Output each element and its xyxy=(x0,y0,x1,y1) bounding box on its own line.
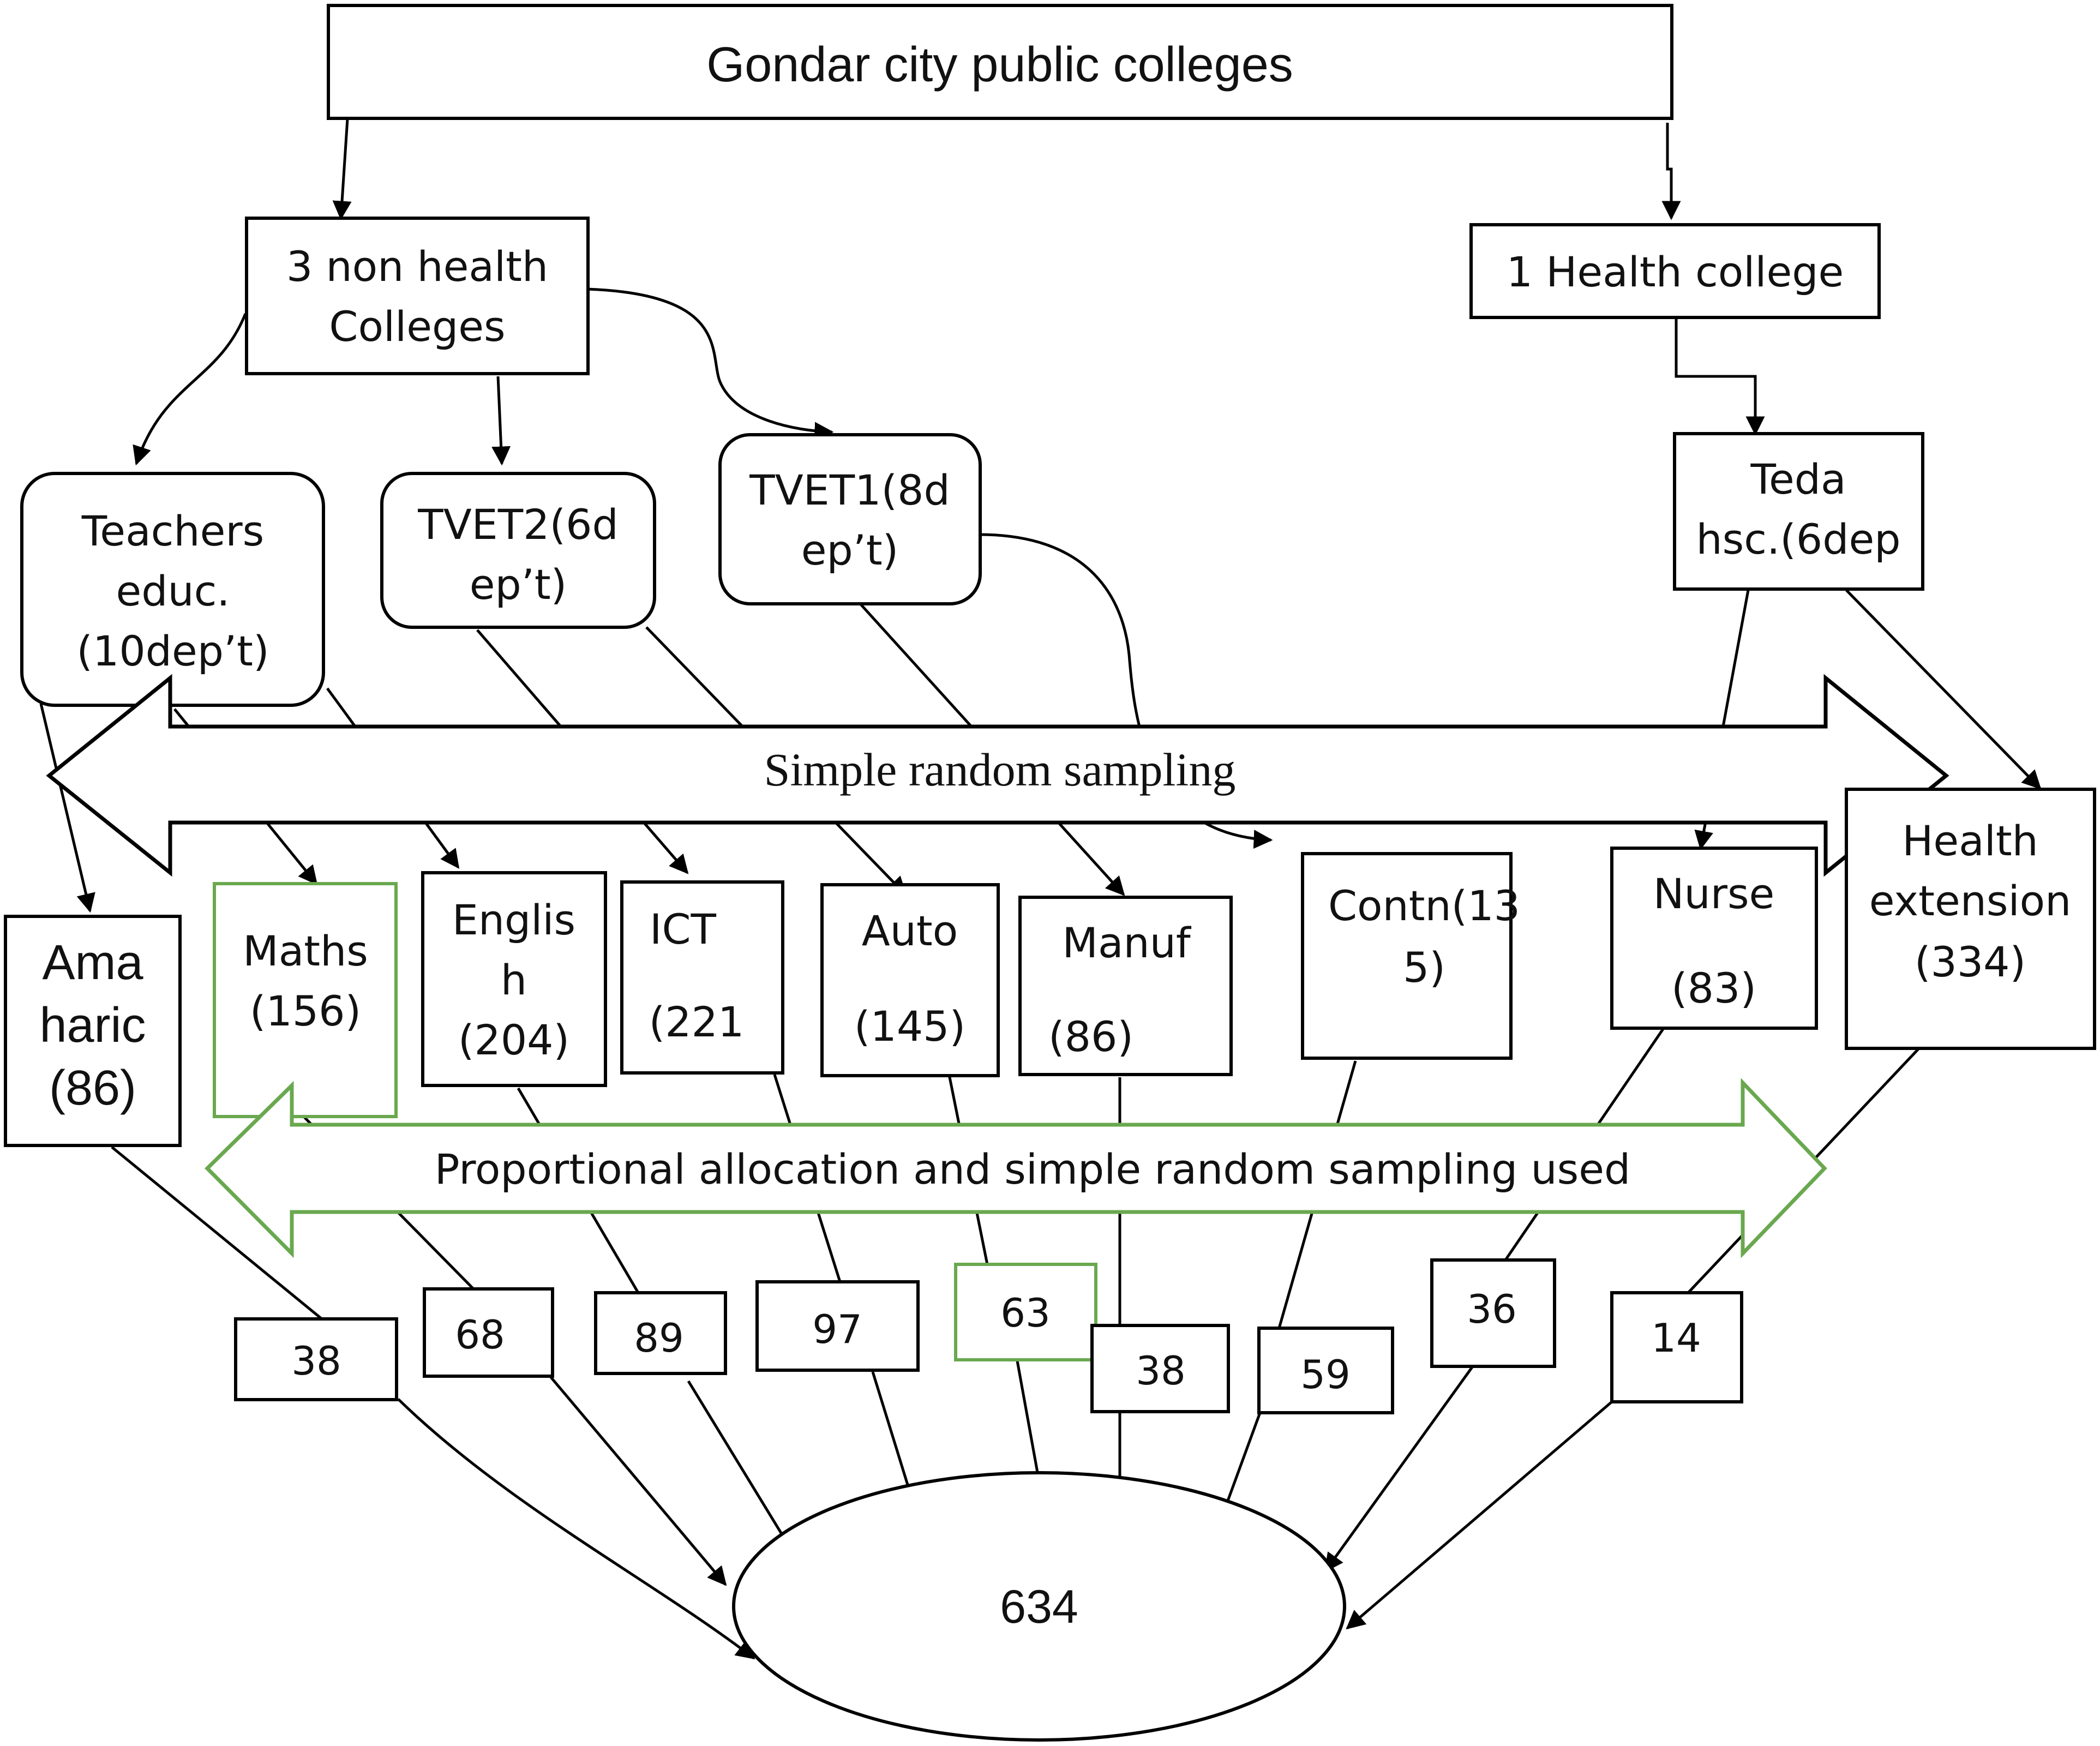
nonhealth-line1: 3 non health xyxy=(286,242,548,291)
sample-maths: 68 xyxy=(423,1287,554,1378)
ict-line2: (221 xyxy=(649,998,745,1046)
teachers-line2: educ. xyxy=(116,567,230,615)
sample-nurse: 36 xyxy=(1430,1258,1556,1368)
edge-top-to-nonhealth xyxy=(332,118,352,220)
top-box: Gondar city public colleges xyxy=(327,4,1673,120)
healthext-line3: (334) xyxy=(1915,938,2026,986)
maths-line2: (156) xyxy=(250,987,361,1035)
auto-line2: (145) xyxy=(854,1002,965,1051)
edge-top-to-health xyxy=(1661,123,1681,220)
sample-ict: 97 xyxy=(755,1280,920,1372)
tvet2-line2: ep’t) xyxy=(470,560,567,609)
auto-line1: Auto xyxy=(862,907,958,955)
amharic-line3: (86) xyxy=(49,1061,136,1115)
sample-auto-value: 63 xyxy=(1000,1290,1051,1336)
top-title: Gondar city public colleges xyxy=(706,38,1293,92)
manuf-line2: (86) xyxy=(1048,1012,1133,1061)
sample-maths-value: 68 xyxy=(455,1312,505,1358)
sample-auto: 63 xyxy=(954,1263,1097,1361)
teachers-line3: (10dep’t) xyxy=(76,627,269,675)
proportional-allocation-band: Proportional allocation and simple rando… xyxy=(205,1078,1827,1258)
edge-nonhealth-to-teachers xyxy=(133,313,247,466)
tvet2-line1: TVET2(6d xyxy=(417,500,618,549)
contn-line1: Contn(13 xyxy=(1328,881,1520,930)
health-group-box: 1 Health college xyxy=(1469,223,1881,319)
college-tvet1: TVET1(8d ep’t) xyxy=(718,433,982,605)
edge-teachers-to-amharic xyxy=(39,703,95,913)
edge-36-to-total xyxy=(1324,1365,1474,1573)
college-teachers: Teachers educ. (10dep’t) xyxy=(20,472,325,707)
ict-line1: ICT xyxy=(650,905,716,953)
dept-english: Englis h (204) xyxy=(421,871,607,1087)
dept-manuf: Manuf (86) xyxy=(1018,896,1233,1076)
dept-nurse: Nurse (83) xyxy=(1610,847,1818,1030)
college-teda: Teda hsc.(6dep xyxy=(1673,432,1924,591)
edge-14-to-total xyxy=(1346,1401,1613,1630)
edge-nonhealth-to-tvet1 xyxy=(587,287,834,441)
healthext-line2: extension xyxy=(1869,877,2072,925)
tvet1-line2: ep’t) xyxy=(801,526,899,574)
health-label: 1 Health college xyxy=(1507,248,1844,296)
sample-health-extension: 14 xyxy=(1610,1291,1743,1403)
simple-random-label: Simple random sampling xyxy=(764,743,1236,796)
dept-contn: Contn(13 5) xyxy=(1301,852,1520,1060)
nurse-line2: (83) xyxy=(1671,964,1756,1012)
edge-teda-to-healthext xyxy=(1845,589,2042,790)
sample-ict-value: 97 xyxy=(812,1306,862,1352)
manuf-line1: Manuf xyxy=(1062,919,1191,967)
edge-nonhealth-to-tvet2 xyxy=(491,376,511,466)
dept-maths: Maths (156) xyxy=(213,882,398,1118)
maths-line1: Maths xyxy=(243,927,368,975)
sample-manuf: 38 xyxy=(1090,1324,1230,1413)
nurse-line1: Nurse xyxy=(1653,869,1775,918)
teachers-line1: Teachers xyxy=(81,507,264,555)
tvet1-line1: TVET1(8d xyxy=(749,466,950,514)
teda-line1: Teda xyxy=(1750,455,1846,503)
amharic-line1: Ama xyxy=(42,935,143,990)
english-line1: Englis xyxy=(452,896,575,944)
sample-healthext-value: 14 xyxy=(1651,1315,1701,1361)
simple-random-sampling-band: Simple random sampling xyxy=(46,674,1949,877)
edge-89-to-total xyxy=(687,1380,793,1551)
sample-nurse-value: 36 xyxy=(1467,1286,1517,1332)
sample-amharic-value: 38 xyxy=(291,1338,341,1384)
sample-contn: 59 xyxy=(1257,1327,1394,1414)
sample-amharic: 38 xyxy=(234,1317,398,1401)
edge-amharic-to-38 xyxy=(111,1146,323,1320)
amharic-line2: haric xyxy=(39,998,146,1053)
total-sample: 634 xyxy=(732,1471,1346,1742)
edge-68-to-total xyxy=(550,1376,727,1586)
dept-health-extension: Health extension (334) xyxy=(1845,788,2096,1050)
sample-english: 89 xyxy=(594,1291,727,1375)
total-value: 634 xyxy=(1000,1581,1078,1633)
sample-english-value: 89 xyxy=(634,1315,684,1361)
sample-manuf-value: 38 xyxy=(1136,1348,1186,1394)
teda-line2: hsc.(6dep xyxy=(1696,515,1901,563)
nonhealth-line2: Colleges xyxy=(329,302,505,351)
healthext-line1: Health xyxy=(1902,817,2038,865)
english-line3: (204) xyxy=(458,1016,569,1064)
dept-auto: Auto (145) xyxy=(820,883,1000,1077)
dept-amharic: Ama haric (86) xyxy=(4,915,182,1147)
college-tvet2: TVET2(6d ep’t) xyxy=(380,472,656,629)
edge-38-to-total xyxy=(397,1398,755,1660)
edge-health-to-teda xyxy=(1675,319,1765,436)
proportional-label: Proportional allocation and simple rando… xyxy=(435,1145,1630,1193)
english-line2: h xyxy=(501,956,527,1004)
contn-line2: 5) xyxy=(1403,943,1445,992)
nonhealth-group-box: 3 non health Colleges xyxy=(245,217,590,375)
dept-ict: ICT (221 xyxy=(620,880,784,1075)
sample-contn-value: 59 xyxy=(1300,1352,1351,1397)
